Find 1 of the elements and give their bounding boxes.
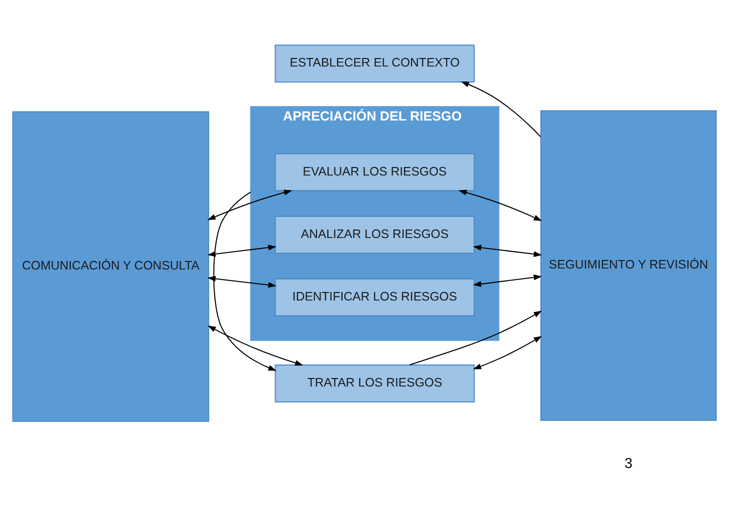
label: 3 <box>624 456 633 472</box>
